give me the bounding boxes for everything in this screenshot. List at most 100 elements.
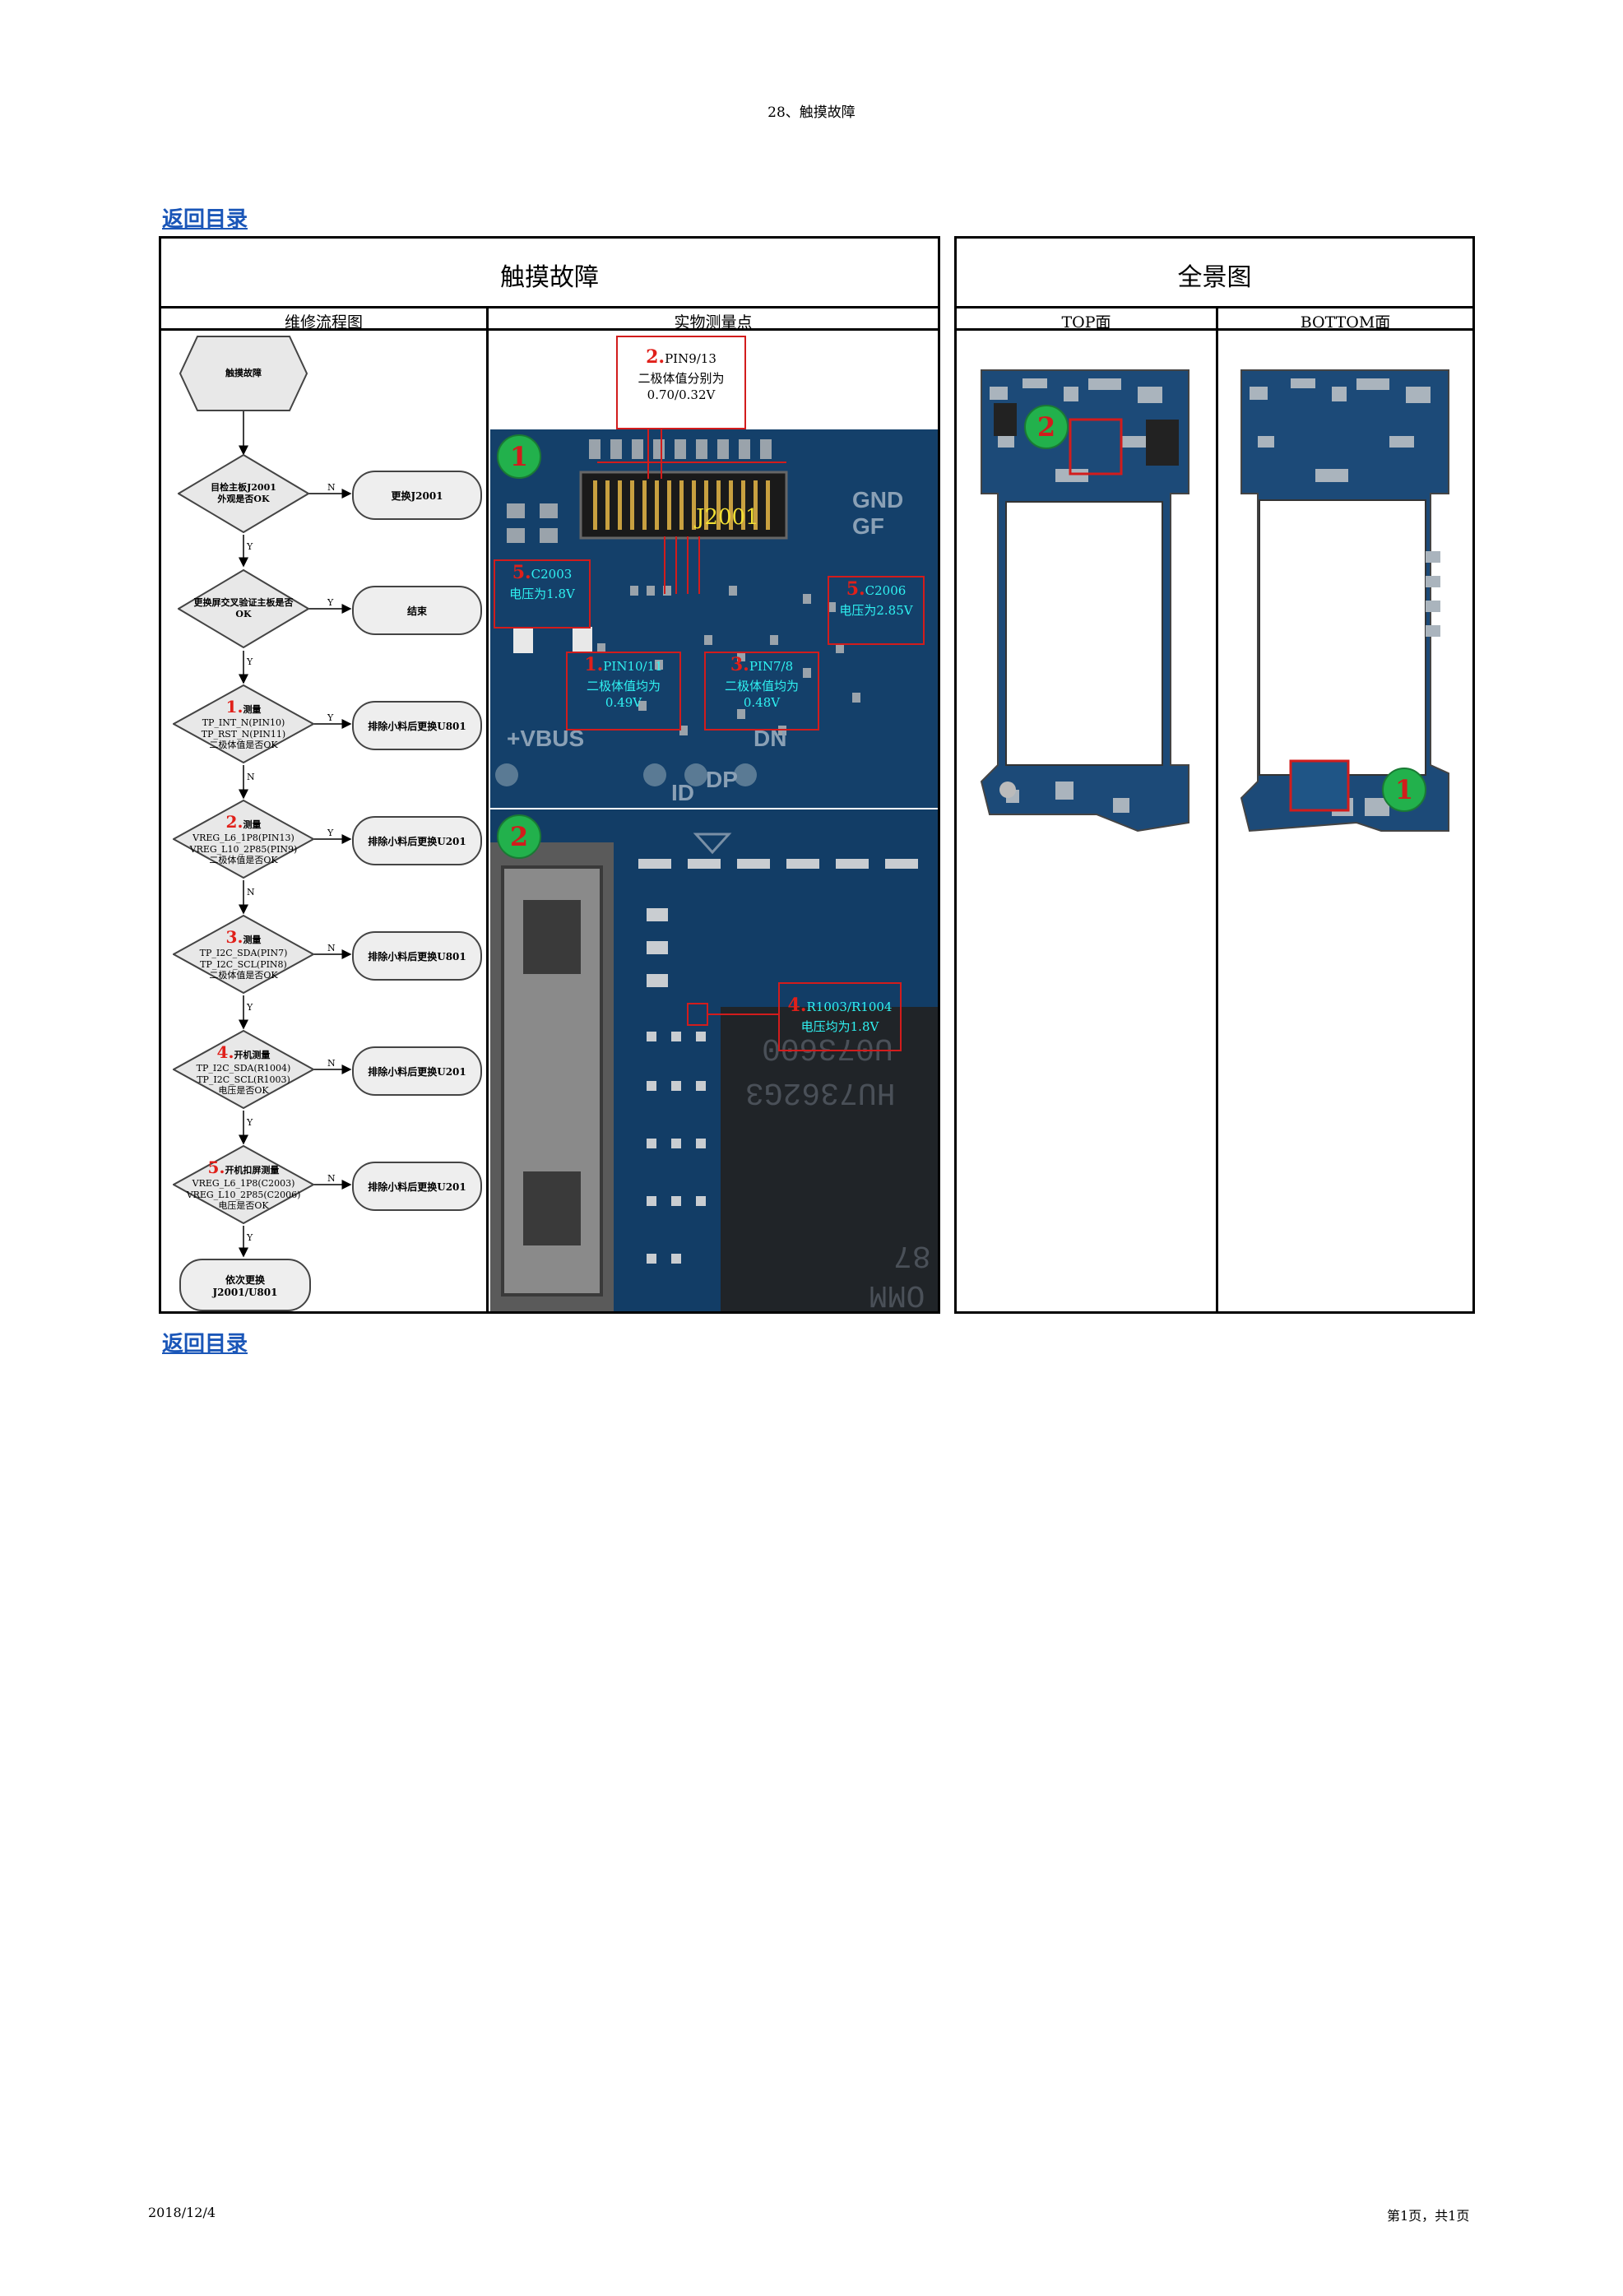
callout-pin10-11-number: 1. xyxy=(584,654,604,675)
end-line1: 依次更换 xyxy=(225,1273,265,1286)
overview-badge-bottom: 1 xyxy=(1382,768,1426,812)
board-top-view xyxy=(980,369,1189,833)
no-label: N xyxy=(247,887,255,898)
callout-pin10-11-line3: 0.49V xyxy=(605,694,642,710)
callout-r1003-number: 4. xyxy=(787,995,807,1016)
col-header-flowchart: 维修流程图 xyxy=(284,313,363,332)
step-2-head: 测量 xyxy=(243,819,262,830)
callout-pin7-8-number: 3. xyxy=(730,654,749,675)
callout-pin9-13-line1: PIN9/13 xyxy=(665,351,716,366)
flow-connectors xyxy=(239,411,352,1258)
step-1-line1: TP_INT_N(PIN10) xyxy=(202,717,285,728)
flow-result-4: 排除小料后更换U201 xyxy=(352,816,482,865)
callout-c2003-line2: 电压为1.8V xyxy=(509,586,575,601)
step-4-number: 4. xyxy=(216,1041,234,1062)
flow-decision-3: 1.测量 TP_INT_N(PIN10) TP_RST_N(PIN11) 二极体… xyxy=(173,684,314,763)
step-3-line3: 二极体值是否OK xyxy=(209,970,278,981)
callout-pin9-13-number: 2. xyxy=(646,346,665,368)
callout-c2006-line1: C2006 xyxy=(865,583,907,598)
callout-pin7-8-line3: 0.48V xyxy=(743,694,781,710)
decision-1-line1: 目检主板J2001 xyxy=(211,482,276,494)
yes-label: Y xyxy=(247,656,253,667)
step-2-line3: 二极体值是否OK xyxy=(209,855,278,866)
step-4-line1: TP_I2C_SDA(R1004) xyxy=(196,1062,291,1074)
callout-pin10-11-line1: PIN10/11 xyxy=(603,659,663,674)
step-5-line2: VREG_L10_2P85(C2006) xyxy=(186,1189,301,1200)
chip-marking-1: HU7362G3 xyxy=(745,1074,896,1110)
chip-marking-4: OMM xyxy=(869,1277,925,1311)
callout-pin9-13-line3: 0.70/0.32V xyxy=(647,387,716,402)
overview-panel: 全景图 TOP面 BOTTOM面 2 1 xyxy=(954,236,1475,1314)
yes-label: Y xyxy=(327,597,334,608)
overview-header-row: TOP面 BOTTOM面 xyxy=(957,306,1472,332)
step-4-head: 开机测量 xyxy=(234,1049,271,1060)
yes-label: Y xyxy=(247,1232,253,1243)
decision-2-line2: OK xyxy=(235,609,252,619)
step-1-number: 1. xyxy=(225,696,243,717)
callout-pin10-11: 1.PIN10/11 二极体值均为 0.49V xyxy=(566,652,681,731)
column-divider xyxy=(486,306,489,1311)
flow-decision-1: 目检主板J2001 外观是否OK xyxy=(178,454,309,533)
no-label: N xyxy=(247,772,255,782)
step-3-line2: TP_I2C_SCL(PIN8) xyxy=(200,958,287,970)
footer-date: 2018/12/4 xyxy=(148,2205,216,2220)
page-header: 28、触摸故障 xyxy=(767,104,856,121)
footer-page-number: 第1页，共1页 xyxy=(1387,2208,1470,2224)
step-3-line1: TP_I2C_SDA(PIN7) xyxy=(199,947,288,958)
back-to-toc-link-top[interactable]: 返回目录 xyxy=(162,207,248,232)
step-5-line3: 电压是否OK xyxy=(218,1200,269,1212)
callout-c2003-number: 5. xyxy=(512,562,531,583)
connector-label: J2001 xyxy=(696,505,759,530)
step-2-line1: VREG_L6_1P8(PIN13) xyxy=(192,832,294,843)
step-2-number: 2. xyxy=(225,811,243,832)
flowchart: 触摸故障 目检主板J2001 外观是否OK 更换J2001 更换屏交叉验证主板是… xyxy=(161,331,486,1311)
end-line2: J2001/U801 xyxy=(212,1286,278,1298)
photo-badge-1: 1 xyxy=(497,434,541,479)
flow-decision-2: 更换屏交叉验证主板是否 OK xyxy=(178,569,309,648)
flow-start-node: 触摸故障 xyxy=(179,336,308,411)
step-4-line3: 电压是否OK xyxy=(218,1085,269,1097)
overview-badge-top: 2 xyxy=(1024,405,1069,449)
flow-result-2: 结束 xyxy=(352,586,482,635)
step-1-line3: 二极体值是否OK xyxy=(209,740,278,751)
board-bottom-view xyxy=(1240,369,1449,833)
callout-r1003-r1004: 4.R1003/R1004 电压均为1.8V xyxy=(778,982,902,1051)
yes-label: Y xyxy=(327,712,334,723)
callout-c2003-line1: C2003 xyxy=(531,567,573,582)
no-label: N xyxy=(327,1173,336,1184)
step-5-line1: VREG_L6_1P8(C2003) xyxy=(192,1177,295,1189)
overview-title: 全景图 xyxy=(1177,263,1252,292)
callout-c2006: 5.C2006 电压为2.85V xyxy=(828,576,925,645)
overview-column-divider xyxy=(1216,306,1218,1311)
step-1-line2: TP_RST_N(PIN11) xyxy=(201,728,286,740)
flow-result-6: 排除小料后更换U201 xyxy=(352,1046,482,1096)
flow-result-7: 排除小料后更换U201 xyxy=(352,1162,482,1211)
yes-label: Y xyxy=(247,541,253,552)
troubleshoot-panel: 触摸故障 维修流程图 实物测量点 xyxy=(159,236,940,1314)
step-1-head: 测量 xyxy=(243,703,262,715)
decision-2-line1: 更换屏交叉验证主板是否 xyxy=(193,597,294,609)
callout-pin7-8-line2: 二极体值均为 xyxy=(724,678,799,693)
pcb-photo-1-art xyxy=(490,429,938,808)
pcb-photo-chip: 2 HU7362G3 U073600 87 OMM 4.R1003/R1004 … xyxy=(490,809,938,1311)
flow-result-1: 更换J2001 xyxy=(352,471,482,520)
step-2-line2: VREG_L10_2P85(PIN9) xyxy=(189,843,298,855)
measurement-photos: 2.PIN9/13 二极体值分别为 0.70/0.32V xyxy=(489,331,938,1311)
flow-start-label: 触摸故障 xyxy=(225,368,262,379)
decision-1-line2: 外观是否OK xyxy=(217,494,270,504)
flow-decision-4: 2.测量 VREG_L6_1P8(PIN13) VREG_L10_2P85(PI… xyxy=(173,800,314,879)
flow-result-3: 排除小料后更换U801 xyxy=(352,701,482,750)
yes-label: Y xyxy=(247,1002,253,1013)
col-header-measure: 实物测量点 xyxy=(674,313,753,332)
silk-dp: DP xyxy=(706,767,738,792)
callout-c2006-number: 5. xyxy=(846,578,865,600)
callout-pin7-8: 3.PIN7/8 二极体值均为 0.48V xyxy=(704,652,819,731)
pcb-photo-2-art xyxy=(490,809,938,1311)
back-to-toc-link-bottom[interactable]: 返回目录 xyxy=(162,1332,248,1357)
callout-pin10-11-line2: 二极体值均为 xyxy=(586,678,661,693)
flow-end-node: 依次更换 J2001/U801 xyxy=(179,1259,311,1311)
silk-id: ID xyxy=(671,780,694,805)
callout-r1003-line2: 电压均为1.8V xyxy=(800,1018,879,1034)
chip-marking-3: 87 xyxy=(893,1237,931,1273)
column-header-row: 维修流程图 实物测量点 xyxy=(161,306,938,332)
